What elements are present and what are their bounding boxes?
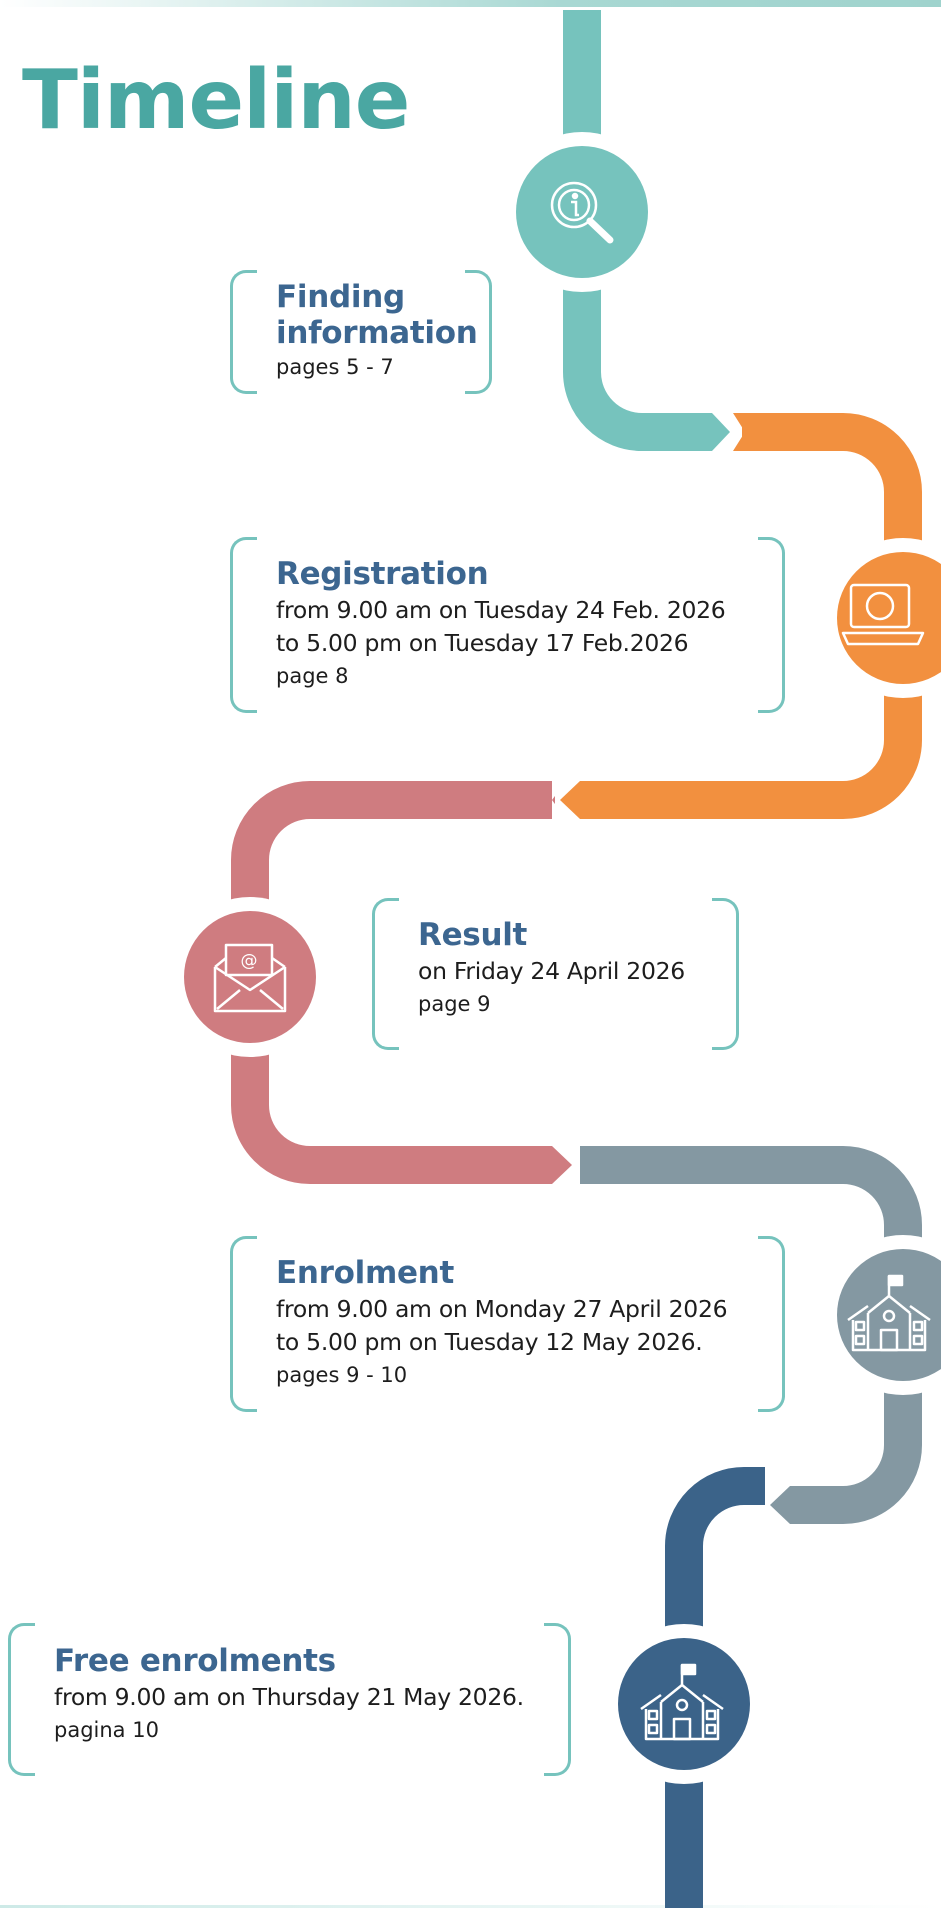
step-title: Finding <box>276 279 405 315</box>
step-title: Enrolment <box>276 1255 454 1291</box>
step-card-registration: Registration from 9.00 am on Tuesday 24 … <box>230 537 785 713</box>
step-detail: from 9.00 am on Tuesday 24 Feb. 2026 <box>276 596 726 624</box>
step-detail: from 9.00 am on Thursday 21 May 2026. <box>54 1683 524 1711</box>
step-marker-finding-information <box>516 146 648 278</box>
step-title: Free enrolments <box>54 1643 336 1679</box>
step-pages: pagina 10 <box>54 1718 159 1742</box>
top-accent-rule <box>0 0 941 7</box>
school-building-icon <box>847 1274 931 1352</box>
timeline-segment-finding-information <box>563 10 712 451</box>
bottom-accent-rule <box>0 1905 941 1908</box>
laptop-icon <box>841 583 925 646</box>
info-magnifier-icon <box>550 181 614 244</box>
step-detail: to 5.00 pm on Tuesday 17 Feb.2026 <box>276 629 689 657</box>
step-title: Result <box>418 917 528 953</box>
page-title: Timeline <box>22 53 410 148</box>
step-pages: page 8 <box>276 664 349 688</box>
step-title: information <box>276 315 478 351</box>
envelope-email-icon: @ <box>213 943 287 1013</box>
step-pages: page 9 <box>418 992 491 1016</box>
arrow-tip-slate <box>770 1486 790 1524</box>
step-pages: pages 5 - 7 <box>276 355 394 379</box>
step-card-enrolment: Enrolment from 9.00 am on Monday 27 Apri… <box>230 1236 785 1412</box>
step-detail: on Friday 24 April 2026 <box>418 957 685 985</box>
step-title: Registration <box>276 556 489 592</box>
step-marker-free-enrolments <box>618 1638 750 1770</box>
school-building-icon <box>640 1663 724 1741</box>
step-detail: to 5.00 pm on Tuesday 12 May 2026. <box>276 1328 703 1356</box>
step-card-result: Result on Friday 24 April 2026 page 9 <box>372 898 739 1050</box>
arrow-tip-rose <box>552 1146 572 1184</box>
arrow-tip-teal <box>712 413 730 451</box>
arrow-notch-orange <box>733 413 745 451</box>
arrow-tip-orange <box>560 781 580 819</box>
timeline-segment-free-enrolments <box>665 1467 765 1908</box>
step-marker-enrolment <box>837 1249 941 1381</box>
step-pages: pages 9 - 10 <box>276 1363 408 1387</box>
step-card-finding-information: Finding information pages 5 - 7 <box>230 270 492 394</box>
step-detail: from 9.00 am on Monday 27 April 2026 <box>276 1295 728 1323</box>
arrow-notch-rose <box>552 781 566 819</box>
step-card-free-enrolments: Free enrolments from 9.00 am on Thursday… <box>8 1623 571 1776</box>
step-marker-result <box>184 911 316 1043</box>
svg-text:@: @ <box>241 951 258 971</box>
